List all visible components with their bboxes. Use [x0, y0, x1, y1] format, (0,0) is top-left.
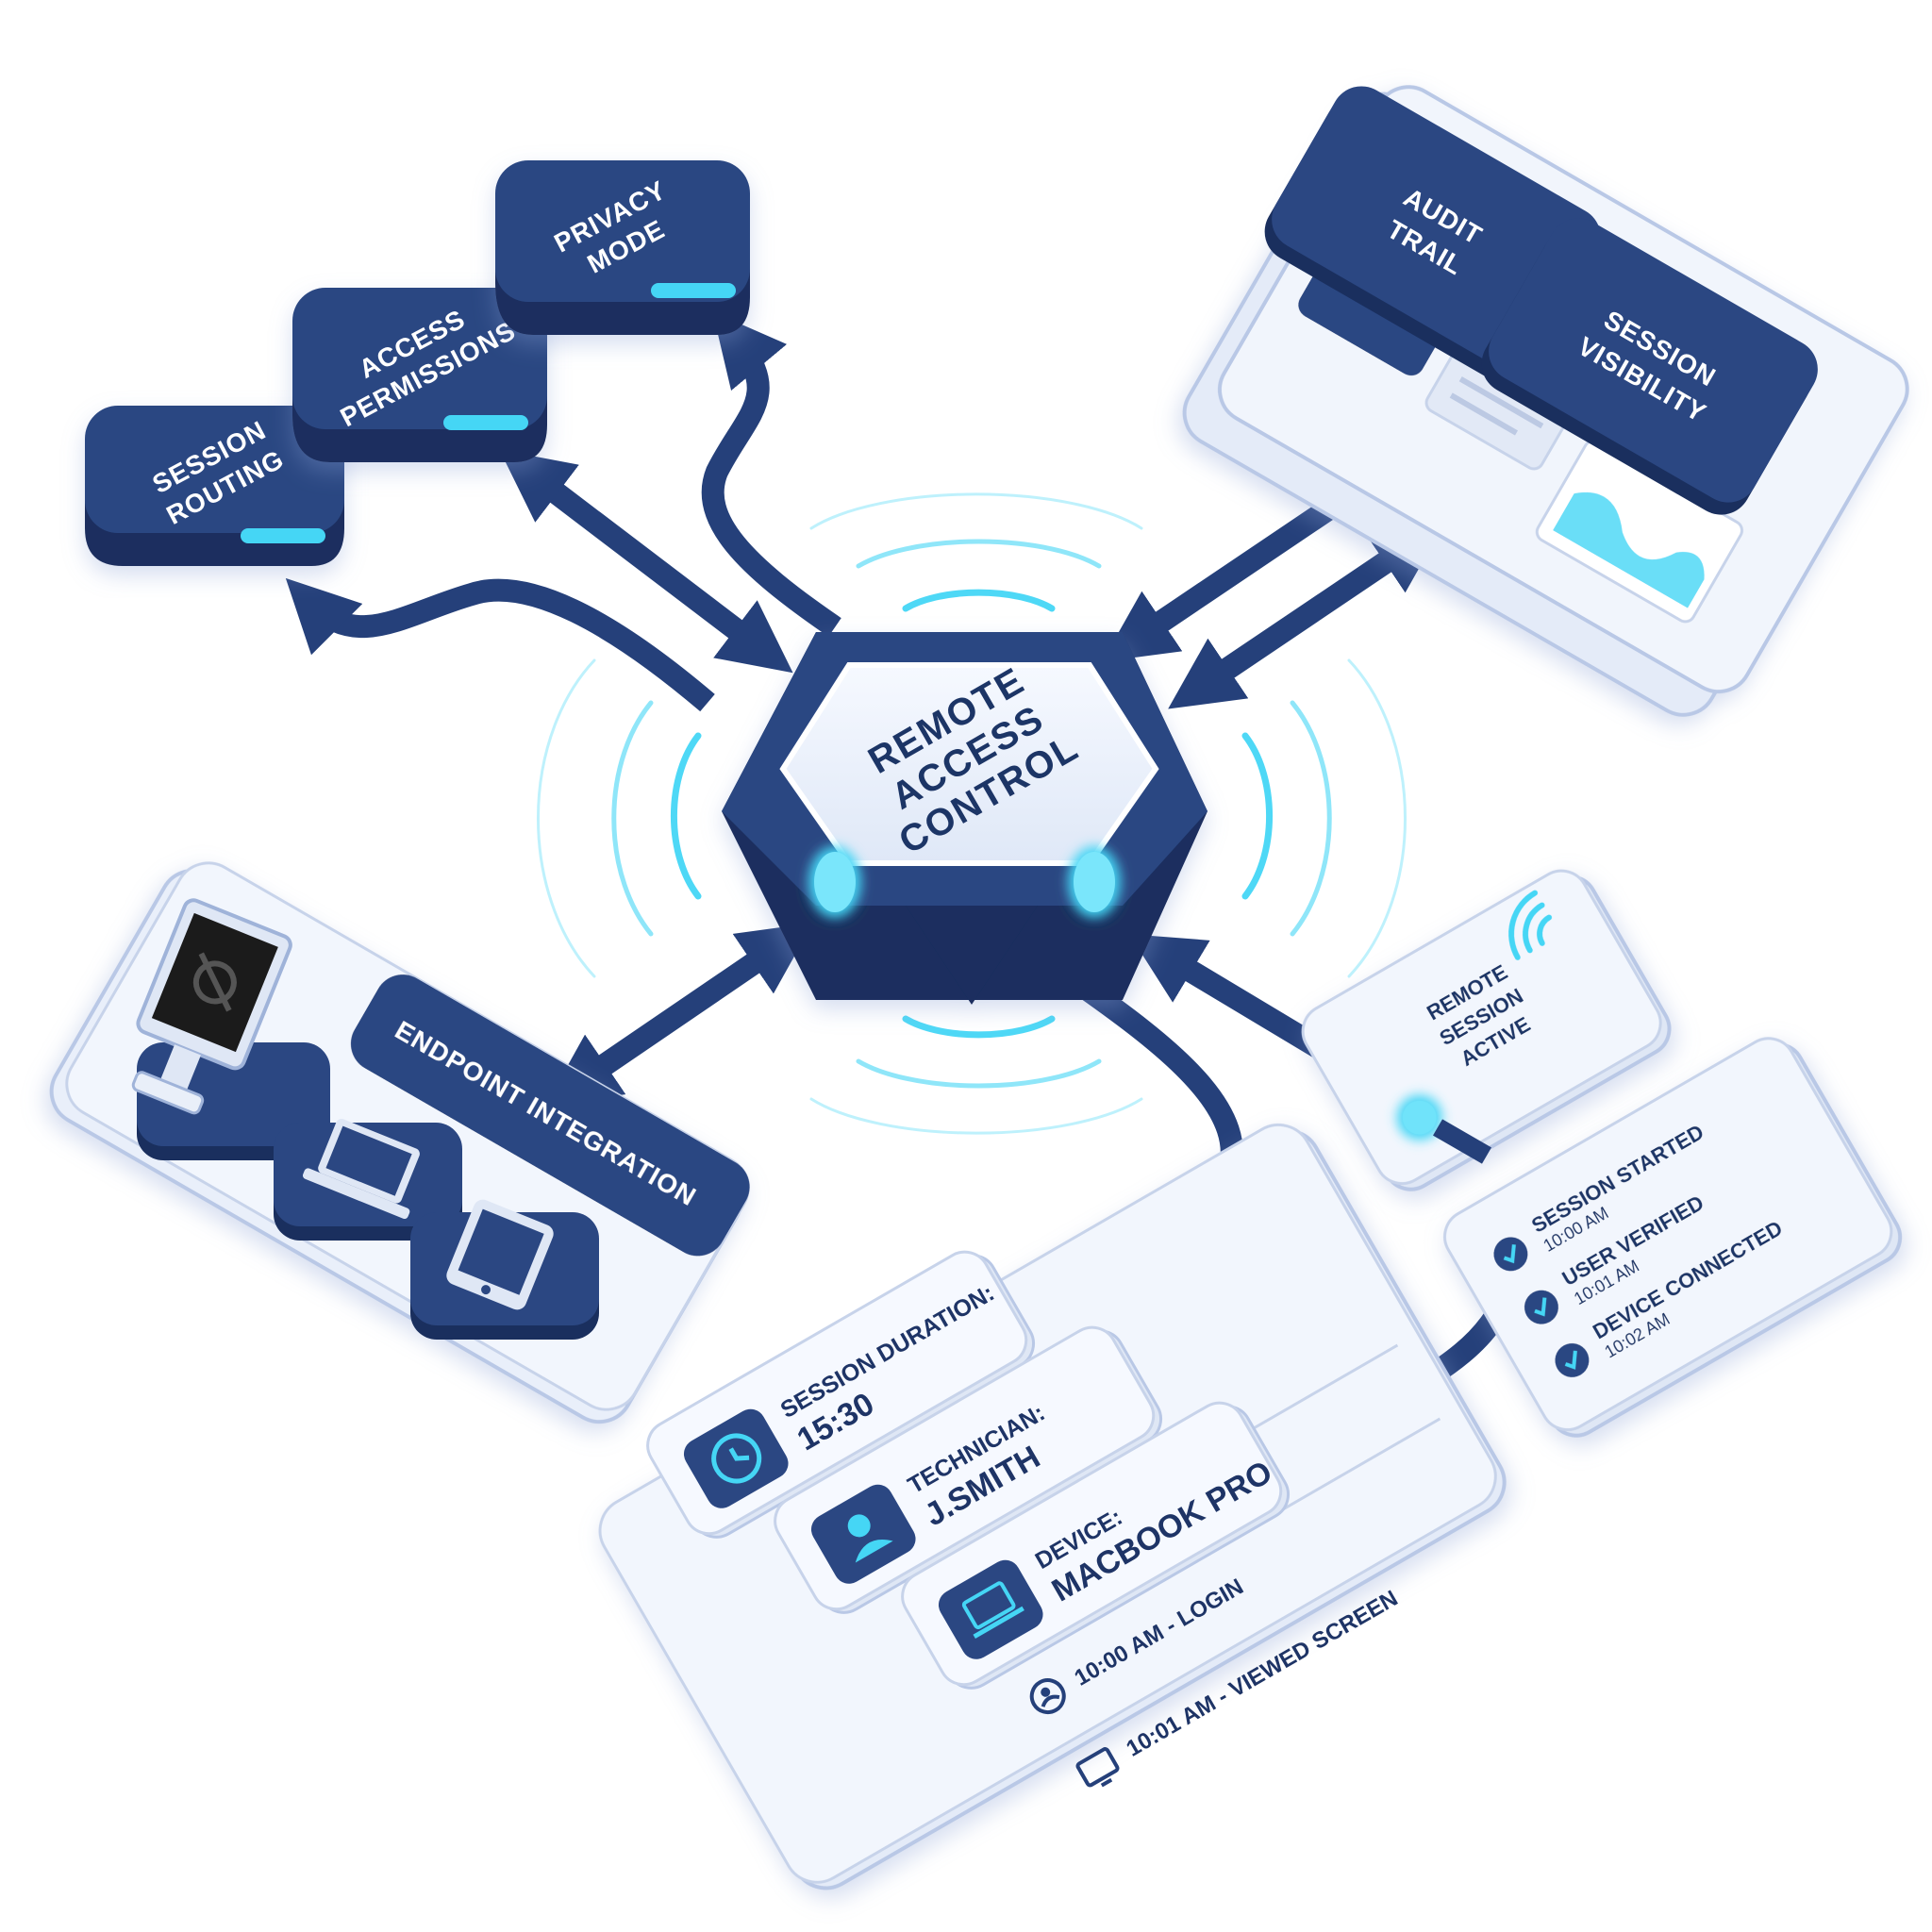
session-timeline-card: SESSION STARTED 10:00 AM USER VERIFIED 1… — [1443, 1037, 1903, 1438]
tablet-icon — [446, 1199, 554, 1310]
signal-wave-icon — [537, 492, 1407, 1135]
laptop-icon — [302, 1118, 420, 1220]
wifi-icon — [1508, 890, 1553, 960]
monitor-privacy-icon — [131, 898, 292, 1115]
remote-access-control-hub[interactable]: REMOTE ACCESS CONTROL — [722, 632, 1208, 1005]
status-light-icon — [443, 415, 528, 430]
arrow-to-session-routing — [285, 577, 715, 712]
check-icon — [1534, 1297, 1547, 1317]
arrow-hub-access-permissions — [499, 449, 793, 674]
status-light-icon — [241, 528, 325, 543]
laptop-icon — [961, 1581, 1024, 1640]
session-details-panel: SESSION DURATION: 15:30 TECHNICIAN: J.SM… — [598, 1123, 1507, 1890]
monitor-icon — [1075, 1747, 1120, 1788]
module-access-permissions[interactable]: ACCESS PERMISSIONS — [292, 286, 547, 462]
glow-light-icon — [808, 846, 1121, 918]
connector-bar — [1433, 1119, 1491, 1164]
endpoint-integration-panel: ENDPOINT INTEGRATION — [49, 861, 750, 1424]
arrow-hub-session-visibility — [1168, 522, 1445, 709]
clock-icon — [711, 1433, 762, 1484]
arrow-to-privacy-mode — [701, 311, 841, 637]
check-icon — [1564, 1350, 1577, 1370]
remote-session-status-card: REMOTE SESSION ACTIVE — [1301, 869, 1672, 1191]
user-icon — [847, 1514, 893, 1563]
user-icon — [1029, 1678, 1066, 1715]
status-light-icon — [651, 283, 736, 298]
check-icon — [1503, 1244, 1516, 1264]
laptop-device[interactable] — [274, 1113, 462, 1241]
device-row: DEVICE: MACBOOK PRO — [901, 1401, 1291, 1690]
access-modules-group: SESSION ROUTING ACCESS PERMISSIONS PRIVA… — [85, 160, 750, 566]
session-visibility-button[interactable]: SESSION VISIBILITY — [1471, 208, 1829, 526]
arrow-hub-endpoint — [545, 923, 813, 1106]
audit-panel: AUDIT TRAIL SESSION VISIBILITY — [1182, 85, 1909, 717]
module-session-routing[interactable]: SESSION ROUTING — [85, 406, 344, 566]
module-privacy-mode[interactable]: PRIVACY MODE — [495, 160, 750, 335]
tablet-device[interactable] — [410, 1197, 599, 1340]
